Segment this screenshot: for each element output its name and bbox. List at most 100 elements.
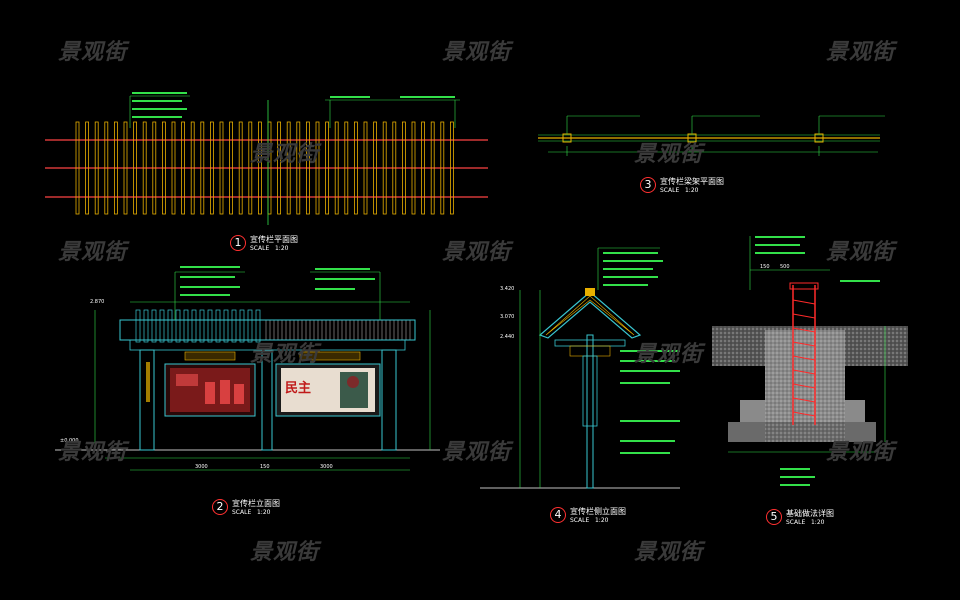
plan-slat [363,121,368,215]
plan-slat [315,121,320,215]
foundation-detail-drawing [712,236,908,486]
drawing-title-text: 宣传栏侧立面图 [570,507,626,516]
plan-slat [123,121,128,215]
elevation-slat [135,309,141,343]
elevation-slat [151,309,157,343]
plan-slat [181,121,186,215]
scale-value: 1:20 [594,517,609,524]
elevation-slat [175,309,181,343]
rebar-tie [792,383,816,389]
drawing-number: 5 [766,509,782,525]
elevation-slat [223,309,229,343]
drawing-number: 1 [230,235,246,251]
board-text-left: 民主 [285,380,311,396]
elevation-slat [191,309,197,343]
plan-slat [353,121,358,215]
rebar-tie [792,411,816,417]
plan-slat [440,121,445,215]
plan-slat [430,121,435,215]
rebar-tie [792,397,816,403]
plan-slat [209,121,214,215]
plan-slat [296,121,301,215]
rebar-tie [792,355,816,361]
rebar-tie [792,327,816,333]
plan-slat [382,121,387,215]
dim-3420-label: 3.420 [500,286,514,292]
scale-value: 1:20 [274,245,289,252]
drawing-title-text: 宣传栏立面图 [232,499,280,508]
drawing-title-text: 宣传栏平面图 [250,235,298,244]
plan-slat [104,121,109,215]
beam-plan-drawing [538,115,885,156]
plan-slat [344,121,349,215]
plan-slat [75,121,80,215]
drawing-title-text: 基础做法详图 [786,509,834,518]
dim-150-label: 150 [260,464,270,470]
rebar-tie [792,313,816,319]
plan-slats [75,121,454,215]
plan-slat [152,121,157,215]
rebar-tie [792,369,816,375]
plan-slat [142,121,147,215]
dim-2870-label: 2.870 [90,299,104,305]
dim-2440-label: 2.440 [500,334,514,340]
scale-label: SCALE [250,245,270,252]
drawing-title-text: 宣传栏梁架平面图 [660,177,724,186]
drawing-title-2: 2 宣传栏立面图 SCALE 1:20 [212,498,280,516]
drawing-title-3: 3 宣传栏梁架平面图 SCALE 1:20 [640,176,724,194]
plan-slat [411,121,416,215]
plan-slat [85,121,89,215]
plan-slat [257,121,262,215]
elevation-slat [255,309,261,343]
plan-slat [219,121,224,215]
plan-slat [229,121,234,215]
front-elevation-drawing: 民主 [55,266,440,471]
rebar-ties [792,299,816,417]
drawing-number: 2 [212,499,228,515]
elevation-slat [167,309,173,343]
plan-slat [190,121,195,215]
dim-150b-label: 150 [760,264,770,270]
plan-slat [114,121,118,215]
plan-slat [277,121,282,215]
elevation-slat [231,309,237,343]
dim-500-label: 500 [780,264,790,270]
plan-slat [238,121,243,215]
plan-slat [449,121,454,215]
plan-slat [171,121,176,215]
elevation-slat [207,309,213,343]
elevation-slat [159,309,165,343]
elevation-slat [239,309,245,343]
scale-value: 1:20 [684,187,699,194]
drawing-number: 3 [640,177,656,193]
plan-slat [334,121,339,215]
elevation-slat [183,309,189,343]
plan-slat [133,121,138,215]
elevation-slat [215,309,221,343]
rebar-tie [792,299,816,305]
drawing-number: 4 [550,507,566,523]
rebar-tie [792,341,816,347]
elevation-slat [247,309,253,343]
elevation-slat [199,309,205,343]
scale-label: SCALE [786,519,806,526]
plan-slat [421,121,426,215]
elevation-slat [143,309,149,343]
plan-slat [94,121,99,215]
dim-3000-left-label: 3000 [195,464,208,470]
drawing-title-4: 4 宣传栏侧立面图 SCALE 1:20 [550,506,626,524]
plan-slat [305,121,310,215]
side-elevation-drawing [480,247,680,489]
plan-slat [161,121,166,215]
plan-slat [325,121,330,215]
drawing-title-5: 5 基础做法详图 SCALE 1:20 [766,508,834,526]
scale-label: SCALE [570,517,590,524]
plan-slat [392,121,397,215]
dim-0000-label: ±0.000 [60,438,79,444]
plan-slat [373,121,378,215]
elevation-slats [135,309,411,343]
scale-label: SCALE [232,509,252,516]
plan-slat [248,121,253,215]
plan-slat [200,121,205,215]
